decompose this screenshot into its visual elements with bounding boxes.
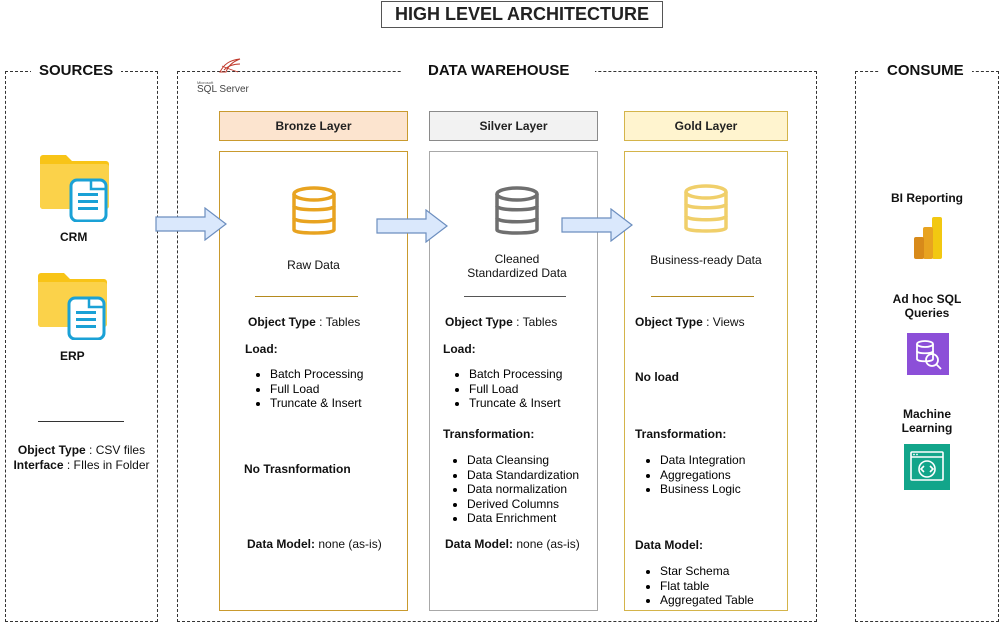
bronze-load-list: Batch Processing Full Load Truncate & In… — [230, 367, 363, 411]
warehouse-label: DATA WAREHOUSE — [402, 62, 596, 79]
silver-layer-column — [429, 151, 598, 611]
erp-folder-icon — [38, 273, 107, 340]
machine-learning-label-line1: Machine — [902, 407, 951, 421]
bronze-load-item: Truncate & Insert — [270, 396, 363, 411]
silver-load-item: Full Load — [469, 382, 562, 397]
gold-database-icon — [684, 184, 728, 233]
crm-folder-icon — [40, 155, 109, 222]
bronze-divider — [255, 296, 358, 297]
silver-transformation-item: Data normalization — [467, 482, 579, 497]
silver-object-type-label: Object Type — [445, 315, 513, 329]
gold-transformation-item: Data Integration — [660, 453, 745, 468]
silver-data-model: Data Model: none (as-is) — [445, 537, 580, 552]
gold-transformation-list: Data Integration Aggregations Business L… — [620, 453, 745, 497]
bronze-data-model-value: none (as-is) — [315, 537, 382, 551]
silver-object-type: Object Type : Tables — [445, 315, 557, 330]
object-type-value: : CSV files — [85, 443, 146, 457]
bronze-layer-header: Bronze Layer — [219, 111, 408, 141]
silver-object-type-value: : Tables — [512, 315, 558, 329]
gold-transformation-item: Business Logic — [660, 482, 745, 497]
bronze-data-model-label: Data Model: — [247, 537, 316, 551]
silver-transformation-item: Data Standardization — [467, 468, 579, 483]
gold-data-model-item: Flat table — [660, 579, 754, 594]
sources-object-type: Object Type : CSV files — [0, 443, 163, 458]
bronze-transformation: No Trasnformation — [244, 462, 351, 476]
silver-load-item: Truncate & Insert — [469, 396, 562, 411]
flow-arrow-silver-to-gold — [561, 208, 633, 242]
bronze-load-item: Batch Processing — [270, 367, 363, 382]
silver-data-model-label: Data Model: — [445, 537, 514, 551]
gold-transformation-label: Transformation: — [635, 427, 727, 441]
gold-layer-column — [624, 151, 788, 611]
bronze-object-type-value: : Tables — [315, 315, 361, 329]
sources-interface: Interface : FIles in Folder — [0, 458, 163, 473]
machine-learning-label-line2: Learning — [901, 421, 953, 435]
gold-data-model-list: Star Schema Flat table Aggregated Table — [620, 564, 754, 608]
silver-layer-header: Silver Layer — [429, 111, 598, 141]
sql-server-logo-text: SQL Server — [197, 84, 249, 95]
adhoc-sql-label-line2: Queries — [904, 306, 950, 320]
gold-data-model-item: Star Schema — [660, 564, 754, 579]
silver-load-label: Load: — [443, 342, 476, 356]
gold-load: No load — [635, 370, 679, 384]
bronze-load-label: Load: — [245, 342, 278, 356]
gold-object-type: Object Type : Views — [635, 315, 745, 330]
sql-server-logo-icon — [219, 58, 241, 73]
gold-transformation-item: Aggregations — [660, 468, 745, 483]
sources-label: SOURCES — [31, 62, 122, 79]
silver-load-list: Batch Processing Full Load Truncate & In… — [429, 367, 562, 411]
object-type-label: Object Type — [17, 443, 86, 457]
sources-divider — [38, 421, 124, 422]
diagram-title: HIGH LEVEL ARCHITECTURE — [381, 1, 663, 28]
silver-caption-line1: Cleaned — [494, 252, 540, 266]
consume-label: CONSUME — [879, 62, 972, 79]
bronze-caption: Raw Data — [287, 258, 340, 272]
flow-arrow-bronze-to-silver — [376, 209, 448, 243]
crm-label: CRM — [60, 230, 88, 244]
silver-transformation-item: Derived Columns — [467, 497, 579, 512]
sql-query-icon — [907, 333, 949, 375]
bi-reporting-label: BI Reporting — [891, 191, 963, 205]
silver-transformation-list: Data Cleansing Data Standardization Data… — [427, 453, 579, 526]
gold-data-model-item: Aggregated Table — [660, 593, 754, 608]
bronze-load-item: Full Load — [270, 382, 363, 397]
silver-data-model-value: none (as-is) — [513, 537, 580, 551]
bronze-layer-column — [219, 151, 408, 611]
adhoc-sql-label-line1: Ad hoc SQL — [892, 292, 962, 306]
gold-object-type-value: : Views — [702, 315, 745, 329]
silver-load-item: Batch Processing — [469, 367, 562, 382]
silver-transformation-item: Data Cleansing — [467, 453, 579, 468]
silver-database-icon — [495, 186, 539, 235]
gold-object-type-label: Object Type — [635, 315, 703, 329]
sql-server-logo-small: Microsoft — [197, 80, 214, 85]
erp-label: ERP — [60, 349, 85, 363]
gold-data-model-label: Data Model: — [635, 538, 704, 552]
flow-arrow-sources-to-bronze — [155, 207, 227, 241]
machine-learning-icon — [904, 444, 950, 490]
silver-divider — [464, 296, 566, 297]
silver-transformation-item: Data Enrichment — [467, 511, 579, 526]
interface-label: Interface — [13, 458, 64, 472]
gold-divider — [651, 296, 754, 297]
gold-caption: Business-ready Data — [650, 253, 762, 267]
silver-caption-line2: Standardized Data — [467, 266, 567, 280]
bronze-database-icon — [292, 186, 336, 235]
silver-transformation-label: Transformation: — [443, 427, 535, 441]
bronze-data-model: Data Model: none (as-is) — [247, 537, 382, 552]
gold-layer-header: Gold Layer — [624, 111, 788, 141]
power-bi-icon — [914, 217, 942, 259]
bronze-object-type: Object Type : Tables — [248, 315, 360, 330]
bronze-object-type-label: Object Type — [248, 315, 316, 329]
interface-value: : FIles in Folder — [63, 458, 150, 472]
